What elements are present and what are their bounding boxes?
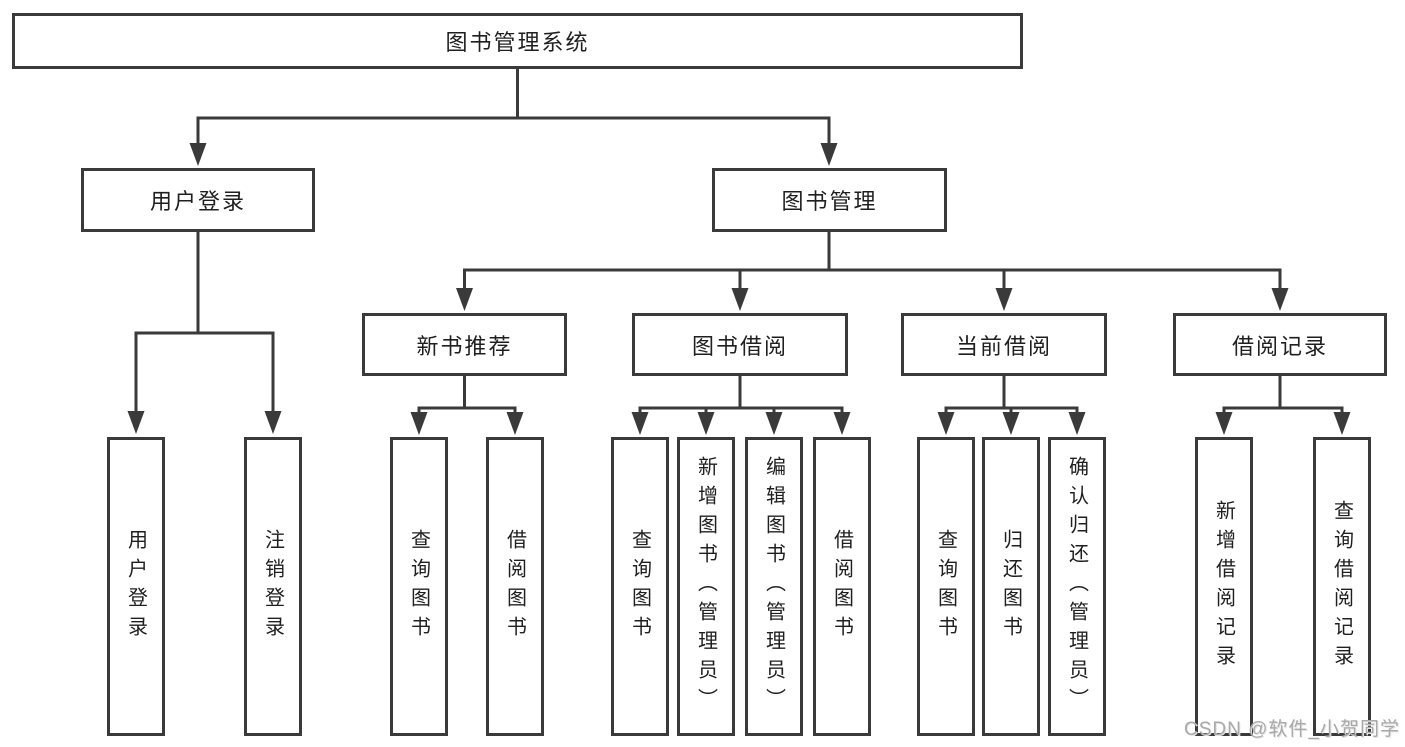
csdn-watermark: CSDN @软件_小贺同学 [1184,719,1400,740]
leaf-query-borrow-record: 查询借阅记录 [1313,437,1371,736]
node-library-system: 图书管理系统 [12,13,1023,69]
leaf-query-books-recommend: 查询图书 [390,437,448,736]
leaf-borrow-books-recommend: 借阅图书 [486,437,544,736]
node-new-book-recommendation: 新书推荐 [362,313,567,376]
leaf-add-book-admin: 新增图书（管理员） [677,437,735,736]
leaf-logout-login: 注销登录 [244,437,302,736]
node-borrowing-records: 借阅记录 [1173,313,1387,376]
leaf-borrow-books: 借阅图书 [813,437,871,736]
leaf-query-books-borrow: 查询图书 [611,437,669,736]
node-user-login: 用户登录 [81,168,315,232]
node-book-borrowing: 图书借阅 [632,313,848,376]
leaf-user-login: 用户登录 [107,437,165,736]
leaf-query-books-current: 查询图书 [917,437,975,736]
leaf-edit-book-admin: 编辑图书（管理员） [745,437,803,736]
leaf-return-books: 归还图书 [982,437,1040,736]
leaf-confirm-return-admin: 确认归还（管理员） [1048,437,1106,736]
node-current-borrowing: 当前借阅 [901,313,1107,376]
leaf-add-borrow-record: 新增借阅记录 [1195,437,1253,736]
node-book-management: 图书管理 [712,168,947,232]
